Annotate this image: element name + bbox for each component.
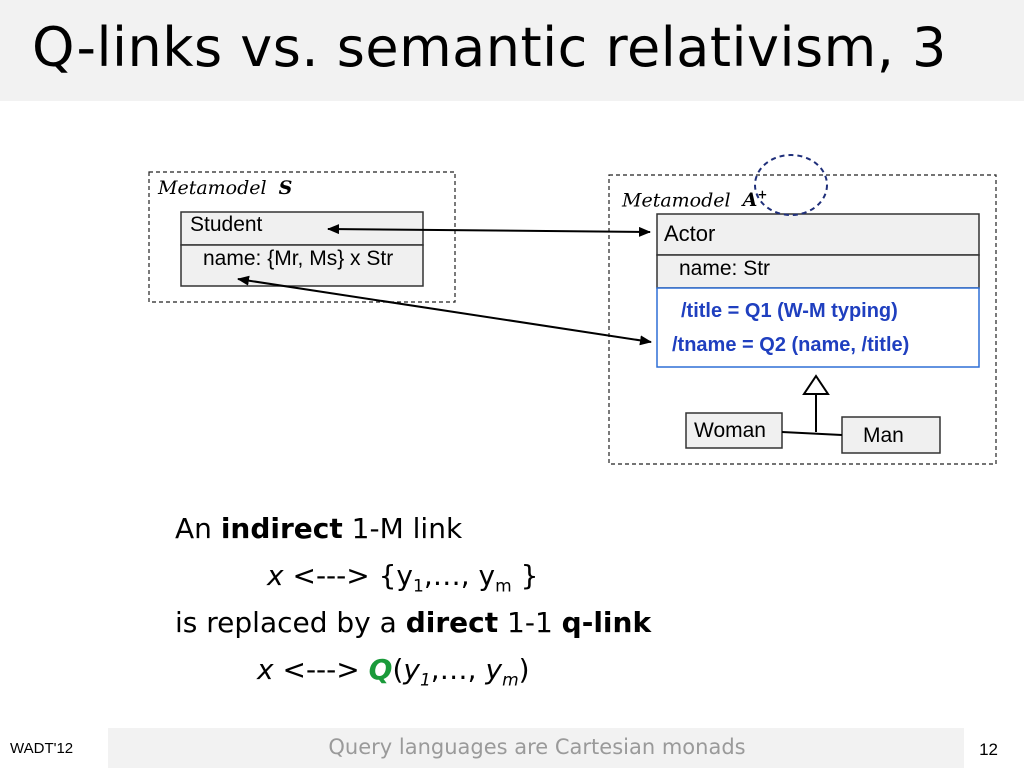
page-number: 12 xyxy=(979,740,998,759)
woman-class-box xyxy=(685,412,783,449)
actor-class-name: Actor xyxy=(664,221,716,246)
left-metamodel-label: Metamodel S xyxy=(158,177,292,199)
text-line-1-pre: An xyxy=(175,512,221,545)
text-line-4-arrow: <---> xyxy=(273,653,369,686)
text-line-2: x <---> {y1,…, ym } xyxy=(267,552,538,611)
woman-class-name: Woman xyxy=(694,419,766,442)
right-metamodel-word: Metamodel xyxy=(622,189,731,212)
slide-title: Q-links vs. semantic relativism, 3 xyxy=(32,16,947,79)
actor-attribute: name: Str xyxy=(679,257,771,280)
text-line-1-post: 1-M link xyxy=(342,512,463,545)
text-line-4-y2: y xyxy=(485,653,503,686)
text-q-link: q-link xyxy=(561,606,652,639)
right-metamodel-name-sup: + xyxy=(757,188,768,202)
man-class-name: Man xyxy=(863,424,904,447)
name-qlink-arrow xyxy=(237,275,652,346)
title-band xyxy=(0,0,1024,101)
text-line-2-arrow: <---> {y xyxy=(283,559,413,592)
text-line-3-pre: is replaced by a xyxy=(175,606,406,639)
footer-conference: WADT'12 xyxy=(10,740,74,757)
highlight-ellipse xyxy=(754,154,828,216)
text-line-3: is replaced by a direct 1-1 q-link xyxy=(175,599,651,646)
right-metamodel-name-letter: A xyxy=(742,189,758,212)
text-q-symbol: Q xyxy=(368,653,393,686)
text-direct: direct xyxy=(405,606,499,639)
student-attribute: name: {Mr, Ms} x Str xyxy=(203,247,394,270)
text-line-4: x <---> Q(y1,…, ym) xyxy=(257,646,530,705)
right-metamodel-label: Metamodel A+ xyxy=(622,184,767,211)
footer-band xyxy=(108,728,964,768)
text-line-4-y: y xyxy=(403,653,420,686)
text-indirect: indirect xyxy=(220,512,343,545)
text-line-2-x: x xyxy=(267,559,284,592)
generalization-connector xyxy=(781,374,843,436)
text-line-4-x: x xyxy=(257,653,274,686)
text-line-2-subm: m xyxy=(495,576,512,597)
text-line-4-sub1: 1 xyxy=(419,670,431,691)
left-metamodel-word: Metamodel xyxy=(158,177,267,199)
footer-title: Query languages are Cartesian monads xyxy=(328,735,746,759)
text-line-4-open: ( xyxy=(392,653,404,686)
text-line-3-mid: 1-1 xyxy=(498,606,562,639)
text-line-2-mid: ,…, y xyxy=(423,559,496,592)
actor-class-box xyxy=(656,213,980,256)
text-line-4-close: ) xyxy=(518,653,530,686)
text-line-2-end: } xyxy=(511,559,539,592)
text-line-4-subm: m xyxy=(502,670,519,691)
derived-title-attribute: /title = Q1 (W-M typing) xyxy=(681,300,898,322)
actor-derived-box xyxy=(656,287,980,368)
text-line-4-mid: ,…, xyxy=(430,653,486,686)
man-class-box xyxy=(841,416,941,454)
student-class-name: Student xyxy=(190,213,263,236)
right-metamodel-name: A+ xyxy=(742,188,768,212)
text-line-2-sub1: 1 xyxy=(413,576,424,597)
derived-tname-attribute: /tname = Q2 (name, /title) xyxy=(672,334,910,356)
left-metamodel-name: S xyxy=(278,177,293,199)
student-actor-link xyxy=(327,224,651,237)
text-line-1: An indirect 1-M link xyxy=(175,505,462,552)
